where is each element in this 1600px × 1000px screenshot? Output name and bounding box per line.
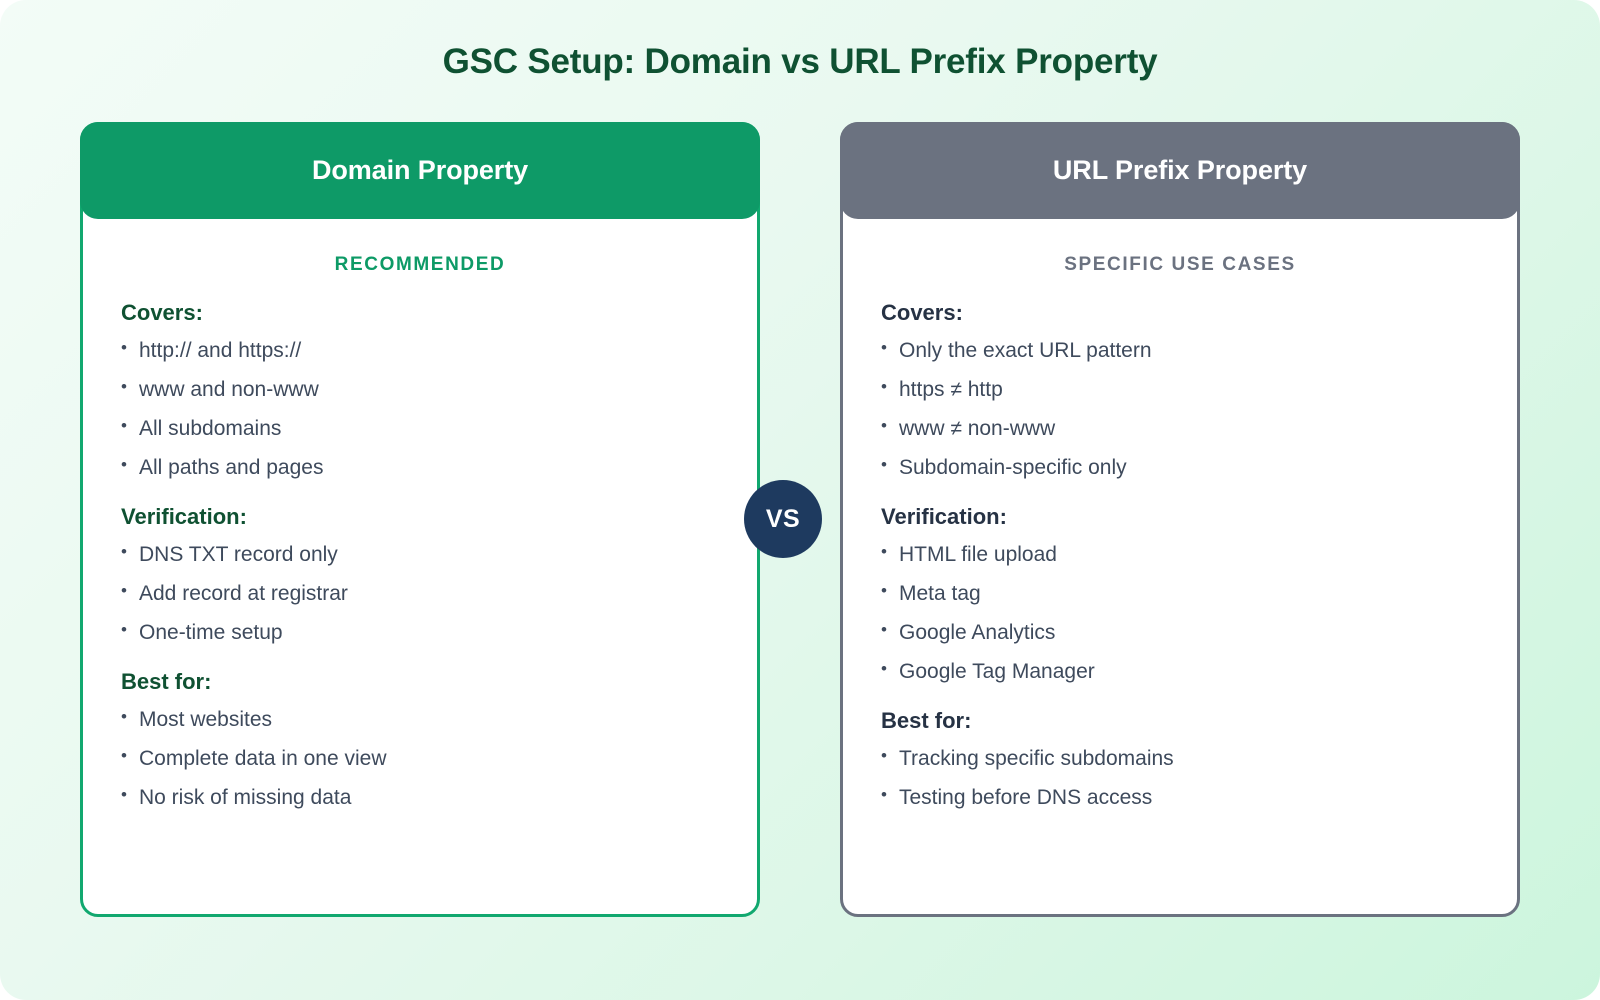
list-best-for-domain: Most websites Complete data in one view …: [121, 708, 719, 808]
section-best-for-url-prefix: Best for: Tracking specific subdomains T…: [881, 708, 1479, 808]
list-item: www ≠ non-www: [881, 417, 1479, 439]
page-title: GSC Setup: Domain vs URL Prefix Property: [442, 42, 1158, 81]
badge-row-url-prefix-property: SPECIFIC USE CASES: [843, 222, 1517, 280]
section-verification-url-prefix: Verification: HTML file upload Meta tag …: [881, 504, 1479, 682]
sections-domain-property: Covers: http:// and https:// www and non…: [83, 280, 757, 808]
card-body-domain-property: RECOMMENDED Covers: http:// and https://…: [83, 125, 757, 914]
sections-url-prefix-property: Covers: Only the exact URL pattern https…: [843, 280, 1517, 808]
list-item: All paths and pages: [121, 456, 719, 478]
list-item: Most websites: [121, 708, 719, 730]
section-title-covers-url-prefix: Covers:: [881, 300, 963, 325]
list-covers-url-prefix: Only the exact URL pattern https ≠ http …: [881, 339, 1479, 478]
badge-row-domain-property: RECOMMENDED: [83, 222, 757, 280]
section-covers-domain: Covers: http:// and https:// www and non…: [121, 300, 719, 478]
section-verification-domain: Verification: DNS TXT record only Add re…: [121, 504, 719, 643]
list-verification-domain: DNS TXT record only Add record at regist…: [121, 543, 719, 643]
section-title-verification-url-prefix: Verification:: [881, 504, 1007, 529]
list-item: Add record at registrar: [121, 582, 719, 604]
list-verification-url-prefix: HTML file upload Meta tag Google Analyti…: [881, 543, 1479, 682]
status-badge-recommended: RECOMMENDED: [334, 254, 506, 275]
list-item: https ≠ http: [881, 378, 1479, 400]
card-header-url-prefix-property: URL Prefix Property: [840, 122, 1520, 219]
section-title-covers-domain: Covers:: [121, 300, 203, 325]
section-title-best-for-url-prefix: Best for:: [881, 708, 972, 733]
status-badge-specific-use-cases: SPECIFIC USE CASES: [1064, 254, 1296, 275]
list-item: Only the exact URL pattern: [881, 339, 1479, 361]
list-item: Google Analytics: [881, 621, 1479, 643]
list-item: Complete data in one view: [121, 747, 719, 769]
list-item: http:// and https://: [121, 339, 719, 361]
list-item: DNS TXT record only: [121, 543, 719, 565]
list-item: www and non-www: [121, 378, 719, 400]
list-item: Meta tag: [881, 582, 1479, 604]
list-item: HTML file upload: [881, 543, 1479, 565]
list-covers-domain: http:// and https:// www and non-www All…: [121, 339, 719, 478]
list-best-for-url-prefix: Tracking specific subdomains Testing bef…: [881, 747, 1479, 808]
card-header-domain-property: Domain Property: [80, 122, 760, 219]
card-body-url-prefix-property: SPECIFIC USE CASES Covers: Only the exac…: [843, 125, 1517, 914]
section-covers-url-prefix: Covers: Only the exact URL pattern https…: [881, 300, 1479, 478]
list-item: Google Tag Manager: [881, 660, 1479, 682]
section-best-for-domain: Best for: Most websites Complete data in…: [121, 669, 719, 808]
list-item: Tracking specific subdomains: [881, 747, 1479, 769]
section-title-verification-domain: Verification:: [121, 504, 247, 529]
section-title-best-for-domain: Best for:: [121, 669, 212, 694]
comparison-cards: Domain Property RECOMMENDED Covers: http…: [80, 122, 1520, 917]
list-item: No risk of missing data: [121, 786, 719, 808]
vs-badge: VS: [744, 480, 822, 558]
list-item: One-time setup: [121, 621, 719, 643]
list-item: Subdomain-specific only: [881, 456, 1479, 478]
list-item: Testing before DNS access: [881, 786, 1479, 808]
card-domain-property: Domain Property RECOMMENDED Covers: http…: [80, 122, 760, 917]
card-url-prefix-property: URL Prefix Property SPECIFIC USE CASES C…: [840, 122, 1520, 917]
list-item: All subdomains: [121, 417, 719, 439]
